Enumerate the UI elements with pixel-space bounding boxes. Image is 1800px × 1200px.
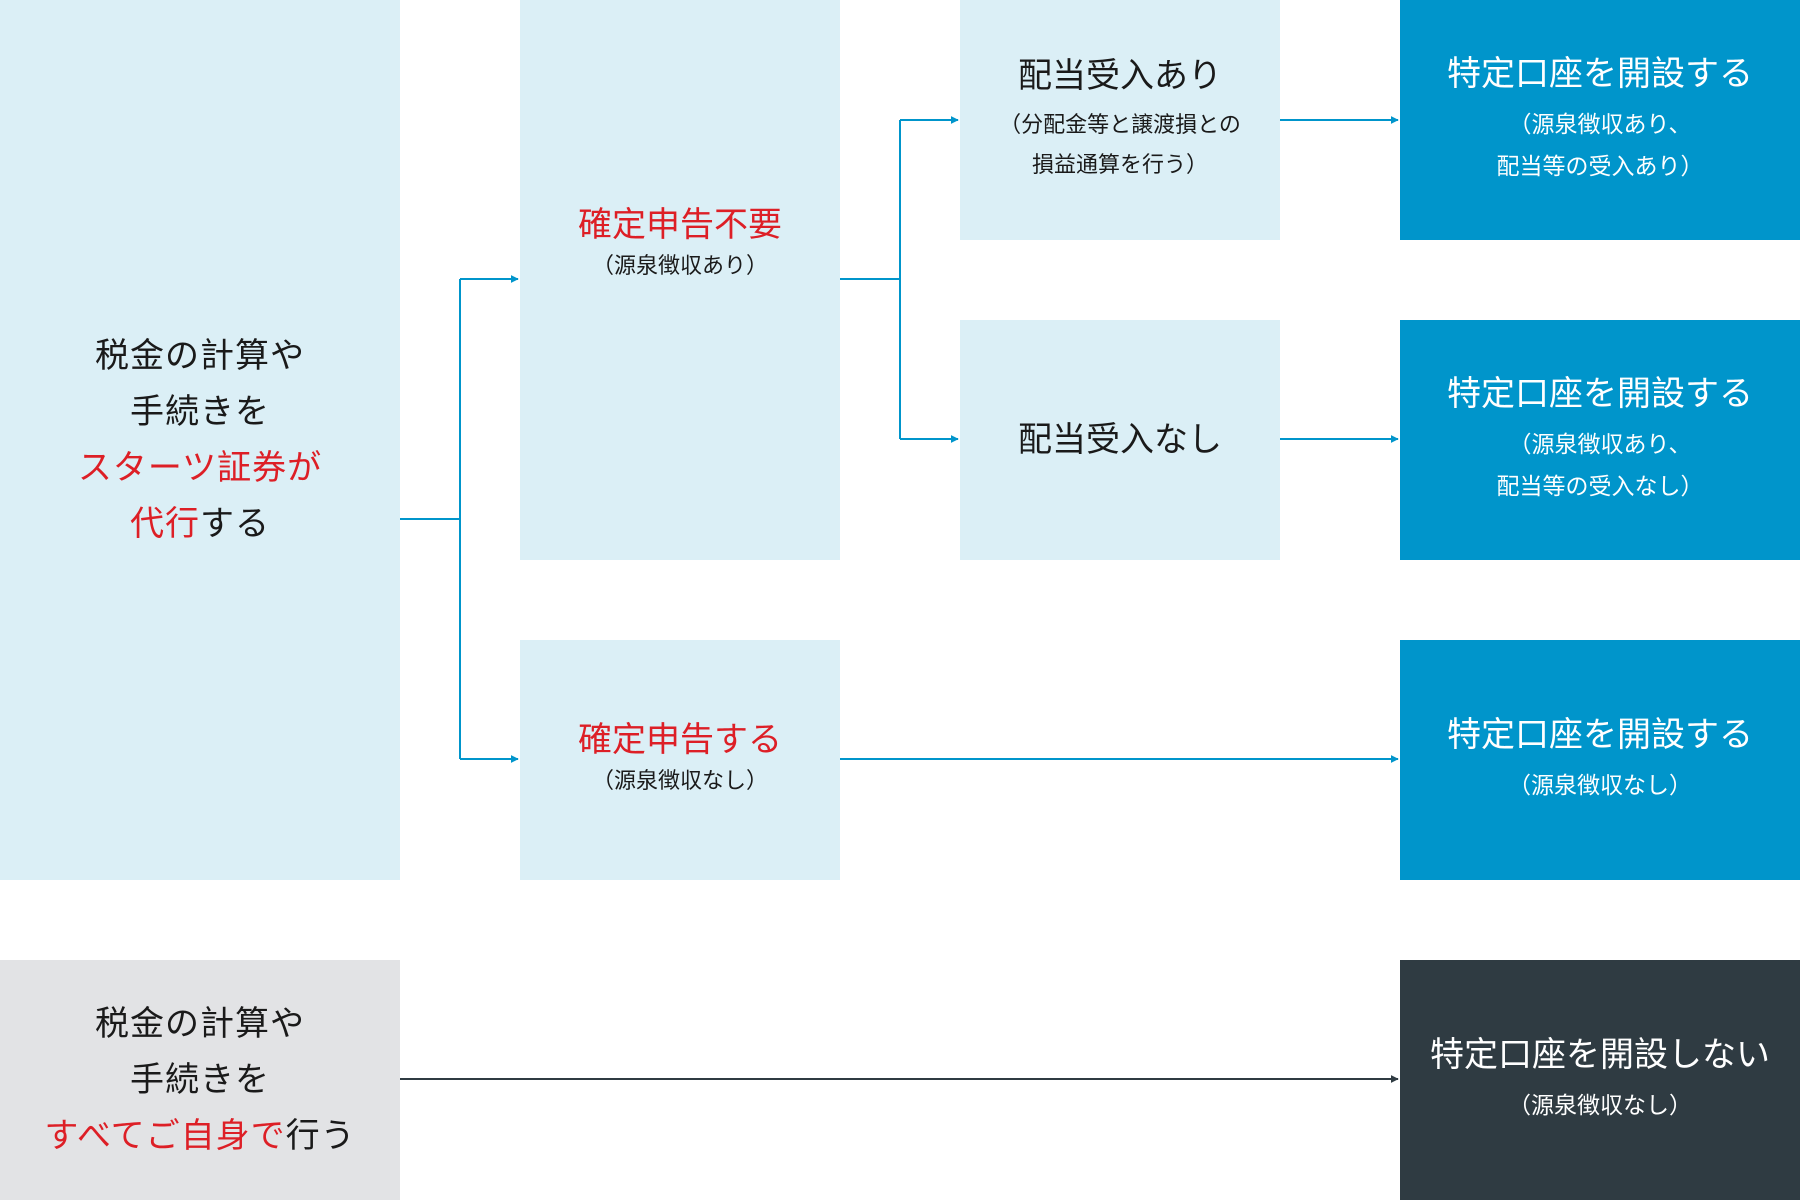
left-top-line4-rest: する [199, 504, 270, 544]
dividend-yes-title: 配当受入あり [1018, 56, 1222, 96]
filing-box: 確定申告する （源泉徴収なし） [520, 640, 840, 880]
result2-sub2: 配当等の受入なし） [1496, 474, 1704, 500]
dividend-yes-sub2: 損益通算を行う） [1031, 153, 1208, 178]
left-box-delegate: 税金の計算や 手続きを スターツ証券が 代行する [0, 0, 400, 880]
left-bottom-line1: 税金の計算や [94, 1004, 305, 1044]
dividend-yes-sub1: （分配金等と譲渡損との [999, 113, 1241, 138]
left-box-self: 税金の計算や 手続きを すべてご自身で行う [0, 960, 400, 1200]
no-filing-box: 確定申告不要 （源泉徴収あり） [520, 0, 840, 560]
dividend-no-box: 配当受入なし [960, 320, 1280, 560]
result2-sub1: （源泉徴収あり、 [1508, 432, 1692, 458]
result1-sub2: 配当等の受入あり） [1496, 154, 1704, 180]
result2-title: 特定口座を開設する [1447, 374, 1753, 414]
left-bottom-line3-rest: 行う [285, 1116, 356, 1156]
left-bottom-line2: 手続きを [129, 1060, 270, 1100]
left-bottom-line3-red: すべてご自身で [44, 1116, 286, 1156]
dividend-yes-box: 配当受入あり （分配金等と譲渡損との 損益通算を行う） [960, 0, 1280, 240]
filing-title: 確定申告する [578, 720, 782, 760]
filing-sub: （源泉徴収なし） [591, 769, 768, 794]
left-top-line4-red: 代行 [129, 504, 200, 544]
no-filing-sub: （源泉徴収あり） [591, 254, 768, 279]
result-box-1: 特定口座を開設する （源泉徴収あり、 配当等の受入あり） [1400, 0, 1800, 240]
connector-left-to-split [400, 279, 461, 759]
result3-sub1: （源泉徴収なし） [1508, 773, 1692, 799]
result4-sub1: （源泉徴収なし） [1508, 1093, 1692, 1119]
result-box-4: 特定口座を開設しない （源泉徴収なし） [1400, 960, 1800, 1200]
left-top-line1: 税金の計算や [94, 336, 305, 376]
result4-title: 特定口座を開設しない [1430, 1035, 1770, 1075]
result-box-3: 特定口座を開設する （源泉徴収なし） [1400, 640, 1800, 880]
result3-title: 特定口座を開設する [1447, 715, 1753, 755]
connector-no-filing-split [840, 120, 901, 439]
result1-sub1: （源泉徴収あり、 [1508, 112, 1692, 138]
left-top-line3: スターツ証券が [77, 448, 323, 488]
left-top-line2: 手続きを [129, 392, 270, 432]
no-filing-title: 確定申告不要 [578, 205, 782, 245]
result-box-2: 特定口座を開設する （源泉徴収あり、 配当等の受入なし） [1400, 320, 1800, 560]
dividend-no-title: 配当受入なし [1018, 420, 1222, 460]
result1-title: 特定口座を開設する [1447, 54, 1753, 94]
